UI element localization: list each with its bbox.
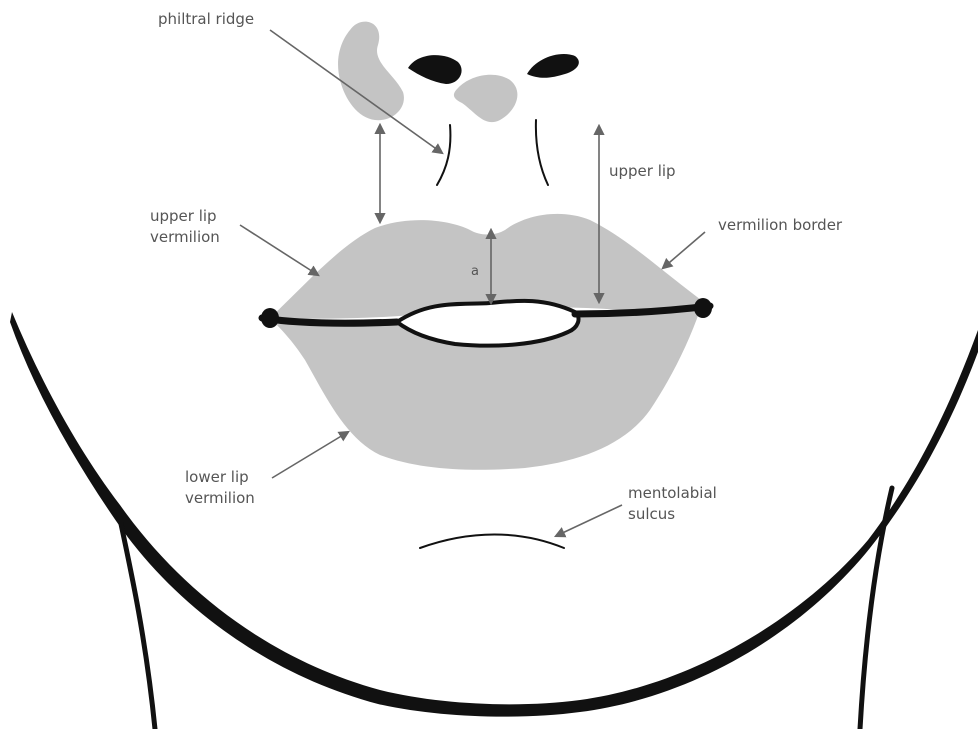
lips xyxy=(261,214,712,470)
upper-lip-vermilion-label-line1: upper lip xyxy=(150,207,217,225)
a-label: a xyxy=(471,264,479,279)
philtral-ridge-label: philtral ridge xyxy=(158,10,254,28)
upper-lip-label: upper lip xyxy=(609,162,676,180)
nose-ala-shadow xyxy=(338,22,404,121)
mentolabial-sulcus-arrow xyxy=(556,505,622,536)
right-philtral-ridge xyxy=(536,120,548,185)
vermilion-border-arrow xyxy=(663,232,705,268)
left-philtral-ridge xyxy=(437,125,450,185)
left-mouth-corner xyxy=(261,308,279,328)
nose xyxy=(338,22,579,123)
mentolabial-sulcus-label-line2: sulcus xyxy=(628,505,675,523)
lower-lip-vermilion-arrow xyxy=(272,432,348,478)
nose-tip-shadow xyxy=(454,75,518,122)
upper-lip-vermilion-label-line2: vermilion xyxy=(150,228,220,246)
mentolabial-sulcus-label-line1: mentolabial xyxy=(628,484,717,502)
upper-lip-vermilion-arrow xyxy=(240,225,318,275)
vermilion-border-label: vermilion border xyxy=(718,216,843,234)
lower-lip-vermilion-label-line2: vermilion xyxy=(185,489,255,507)
lower-lip-vermilion-label-line1: lower lip xyxy=(185,468,249,486)
left-nostril xyxy=(408,55,462,84)
mentolabial-sulcus-line xyxy=(420,535,564,549)
right-nostril xyxy=(527,54,579,78)
right-mouth-corner xyxy=(694,298,712,318)
